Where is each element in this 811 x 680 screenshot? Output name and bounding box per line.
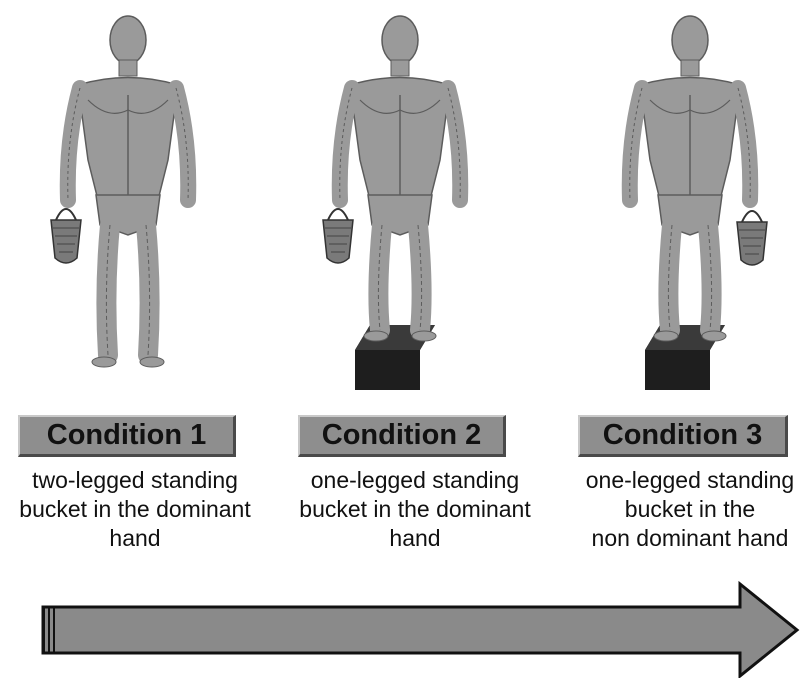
- bucket-handle: [742, 211, 762, 222]
- right-arm: [448, 88, 460, 200]
- condition-2-label: Condition 2: [298, 415, 506, 457]
- neck: [119, 60, 137, 76]
- head: [110, 16, 146, 64]
- left-foot: [92, 357, 116, 367]
- description-line: bucket in the dominant: [280, 495, 550, 524]
- condition-panel-1: Condition 1 two-legged standing bucket i…: [10, 0, 260, 560]
- neck: [681, 60, 699, 76]
- left-arm: [68, 88, 80, 200]
- bucket-icon: [51, 220, 81, 263]
- bucket-handle: [56, 209, 76, 220]
- left-foot: [654, 331, 678, 341]
- condition-1-label: Condition 1: [18, 415, 236, 457]
- description-line: hand: [280, 524, 550, 553]
- anatomy-figure-icon: [290, 0, 540, 390]
- condition-3-label: Condition 3: [578, 415, 788, 457]
- condition-1-description: two-legged standing bucket in the domina…: [0, 466, 270, 553]
- description-line: bucket in the: [555, 495, 811, 524]
- head: [672, 16, 708, 64]
- description-line: bucket in the dominant: [0, 495, 270, 524]
- description-line: hand: [0, 524, 270, 553]
- head: [382, 16, 418, 64]
- right-foot: [412, 331, 436, 341]
- bucket-icon: [323, 220, 353, 263]
- right-arm: [176, 88, 188, 200]
- condition-3-description: one-legged standing bucket in the non do…: [555, 466, 811, 553]
- left-foot: [364, 331, 388, 341]
- left-arm: [340, 88, 352, 200]
- neck: [391, 60, 409, 76]
- description-line: one-legged standing: [555, 466, 811, 495]
- description-line: one-legged standing: [280, 466, 550, 495]
- description-line: two-legged standing: [0, 466, 270, 495]
- bucket-icon: [737, 222, 767, 265]
- left-arm: [630, 88, 642, 200]
- right-foot: [702, 331, 726, 341]
- description-line: non dominant hand: [555, 524, 811, 553]
- condition-panel-2: Condition 2 one-legged standing bucket i…: [290, 0, 540, 560]
- right-arm: [738, 88, 750, 200]
- anatomy-figure-icon: [565, 0, 811, 390]
- arrow-shape: [43, 584, 797, 676]
- right-foot: [140, 357, 164, 367]
- progression-arrow: [35, 578, 800, 678]
- condition-2-description: one-legged standing bucket in the domina…: [280, 466, 550, 553]
- bucket-handle: [328, 209, 348, 220]
- condition-panel-3: Condition 3 one-legged standing bucket i…: [565, 0, 811, 560]
- anatomy-figure-icon: [10, 0, 260, 390]
